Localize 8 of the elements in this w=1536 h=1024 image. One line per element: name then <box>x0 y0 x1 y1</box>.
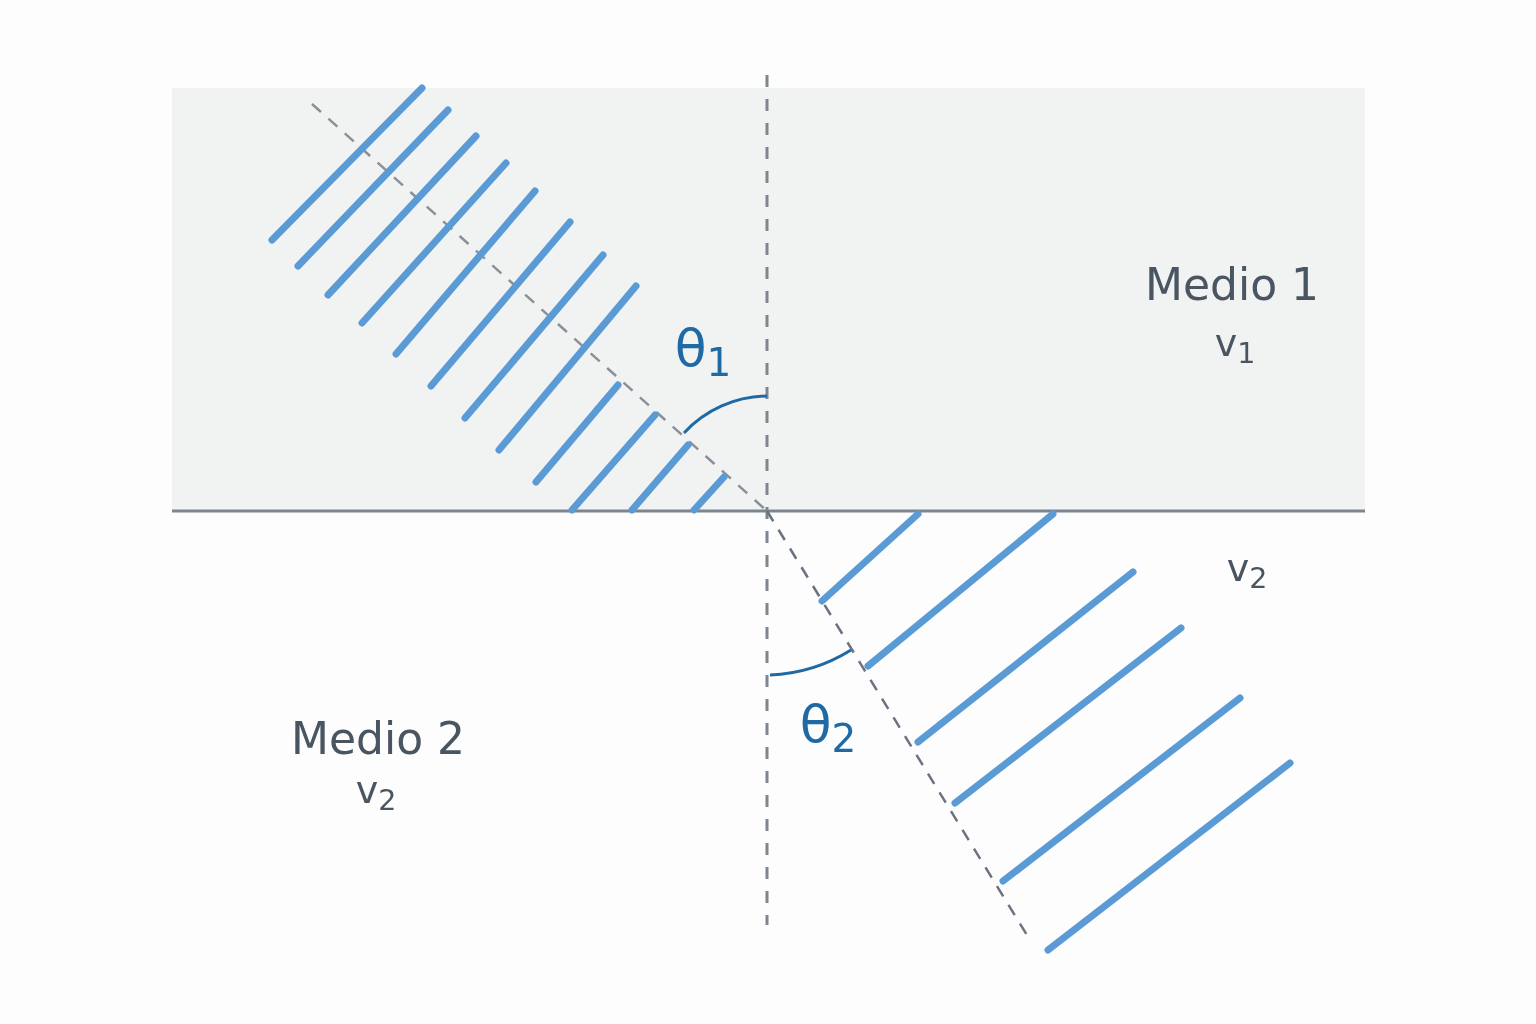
medium-label: Medio 2 <box>290 717 466 761</box>
angle-label: θ$_{2}$ <box>799 698 857 758</box>
velocity-label: v$_{2}$ <box>1226 548 1268 594</box>
medium-band <box>172 88 1365 511</box>
medium-label: Medio 1 <box>1144 263 1320 307</box>
velocity-label: v$_{1}$ <box>1214 323 1256 369</box>
angle-label: θ$_{1}$ <box>674 322 732 382</box>
velocity-label: v$_{2}$ <box>355 770 397 816</box>
